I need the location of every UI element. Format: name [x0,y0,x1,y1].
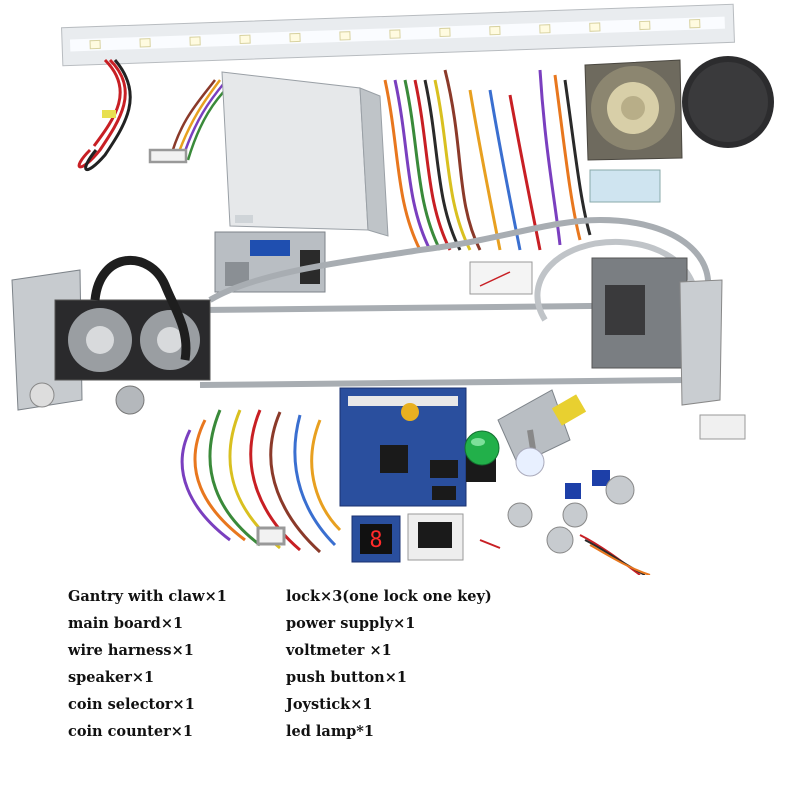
part-lock: lock×3(one lock one key) [286,588,492,605]
parts-list-left-column: Gantry with claw×1 main board×1 wire har… [68,583,227,745]
lamp-cable [77,58,132,172]
svg-text:8: 8 [369,528,382,553]
small-harness [148,79,231,164]
gantry-motor-block [11,269,211,415]
power-supply [221,71,389,237]
voltmeter [469,261,533,295]
product-photo: 8 [11,3,774,575]
wire-harness-bottom [180,409,342,554]
part-voltmeter: voltmeter ×1 [286,642,392,659]
speaker [584,59,683,161]
part-joystick: Joystick×1 [286,696,373,713]
part-main-board: main board×1 [68,615,184,632]
part-power-supply: power supply×1 [286,615,416,632]
part-coin-counter: coin counter×1 [68,723,193,740]
part-speaker: speaker×1 [68,669,155,686]
speaker-grille [682,56,774,148]
led-lamp-strip [61,3,735,67]
part-wire-harness: wire harness×1 [68,642,194,659]
part-gantry-with-claw: Gantry with claw×1 [68,588,227,605]
parts-list-right-column: lock×3(one lock one key) power supply×1 … [286,583,492,745]
part-push-button: push button×1 [286,669,407,686]
wire-harness-top [383,69,592,251]
mounting-bracket [589,169,661,203]
part-led-lamp: led lamp*1 [286,723,374,740]
loose-wires [479,534,651,575]
parts-list: Gantry with claw×1 main board×1 wire har… [0,575,800,800]
main-board [339,387,467,507]
push-button-part [464,430,500,482]
claw-motor [591,257,746,440]
locks-and-keys [507,470,635,554]
part-coin-selector: coin selector×1 [68,696,195,713]
coin-counter-display: 8 [351,513,464,563]
coiled-cable [90,256,191,361]
joystick-part [497,389,587,477]
coin-selector [214,231,326,293]
